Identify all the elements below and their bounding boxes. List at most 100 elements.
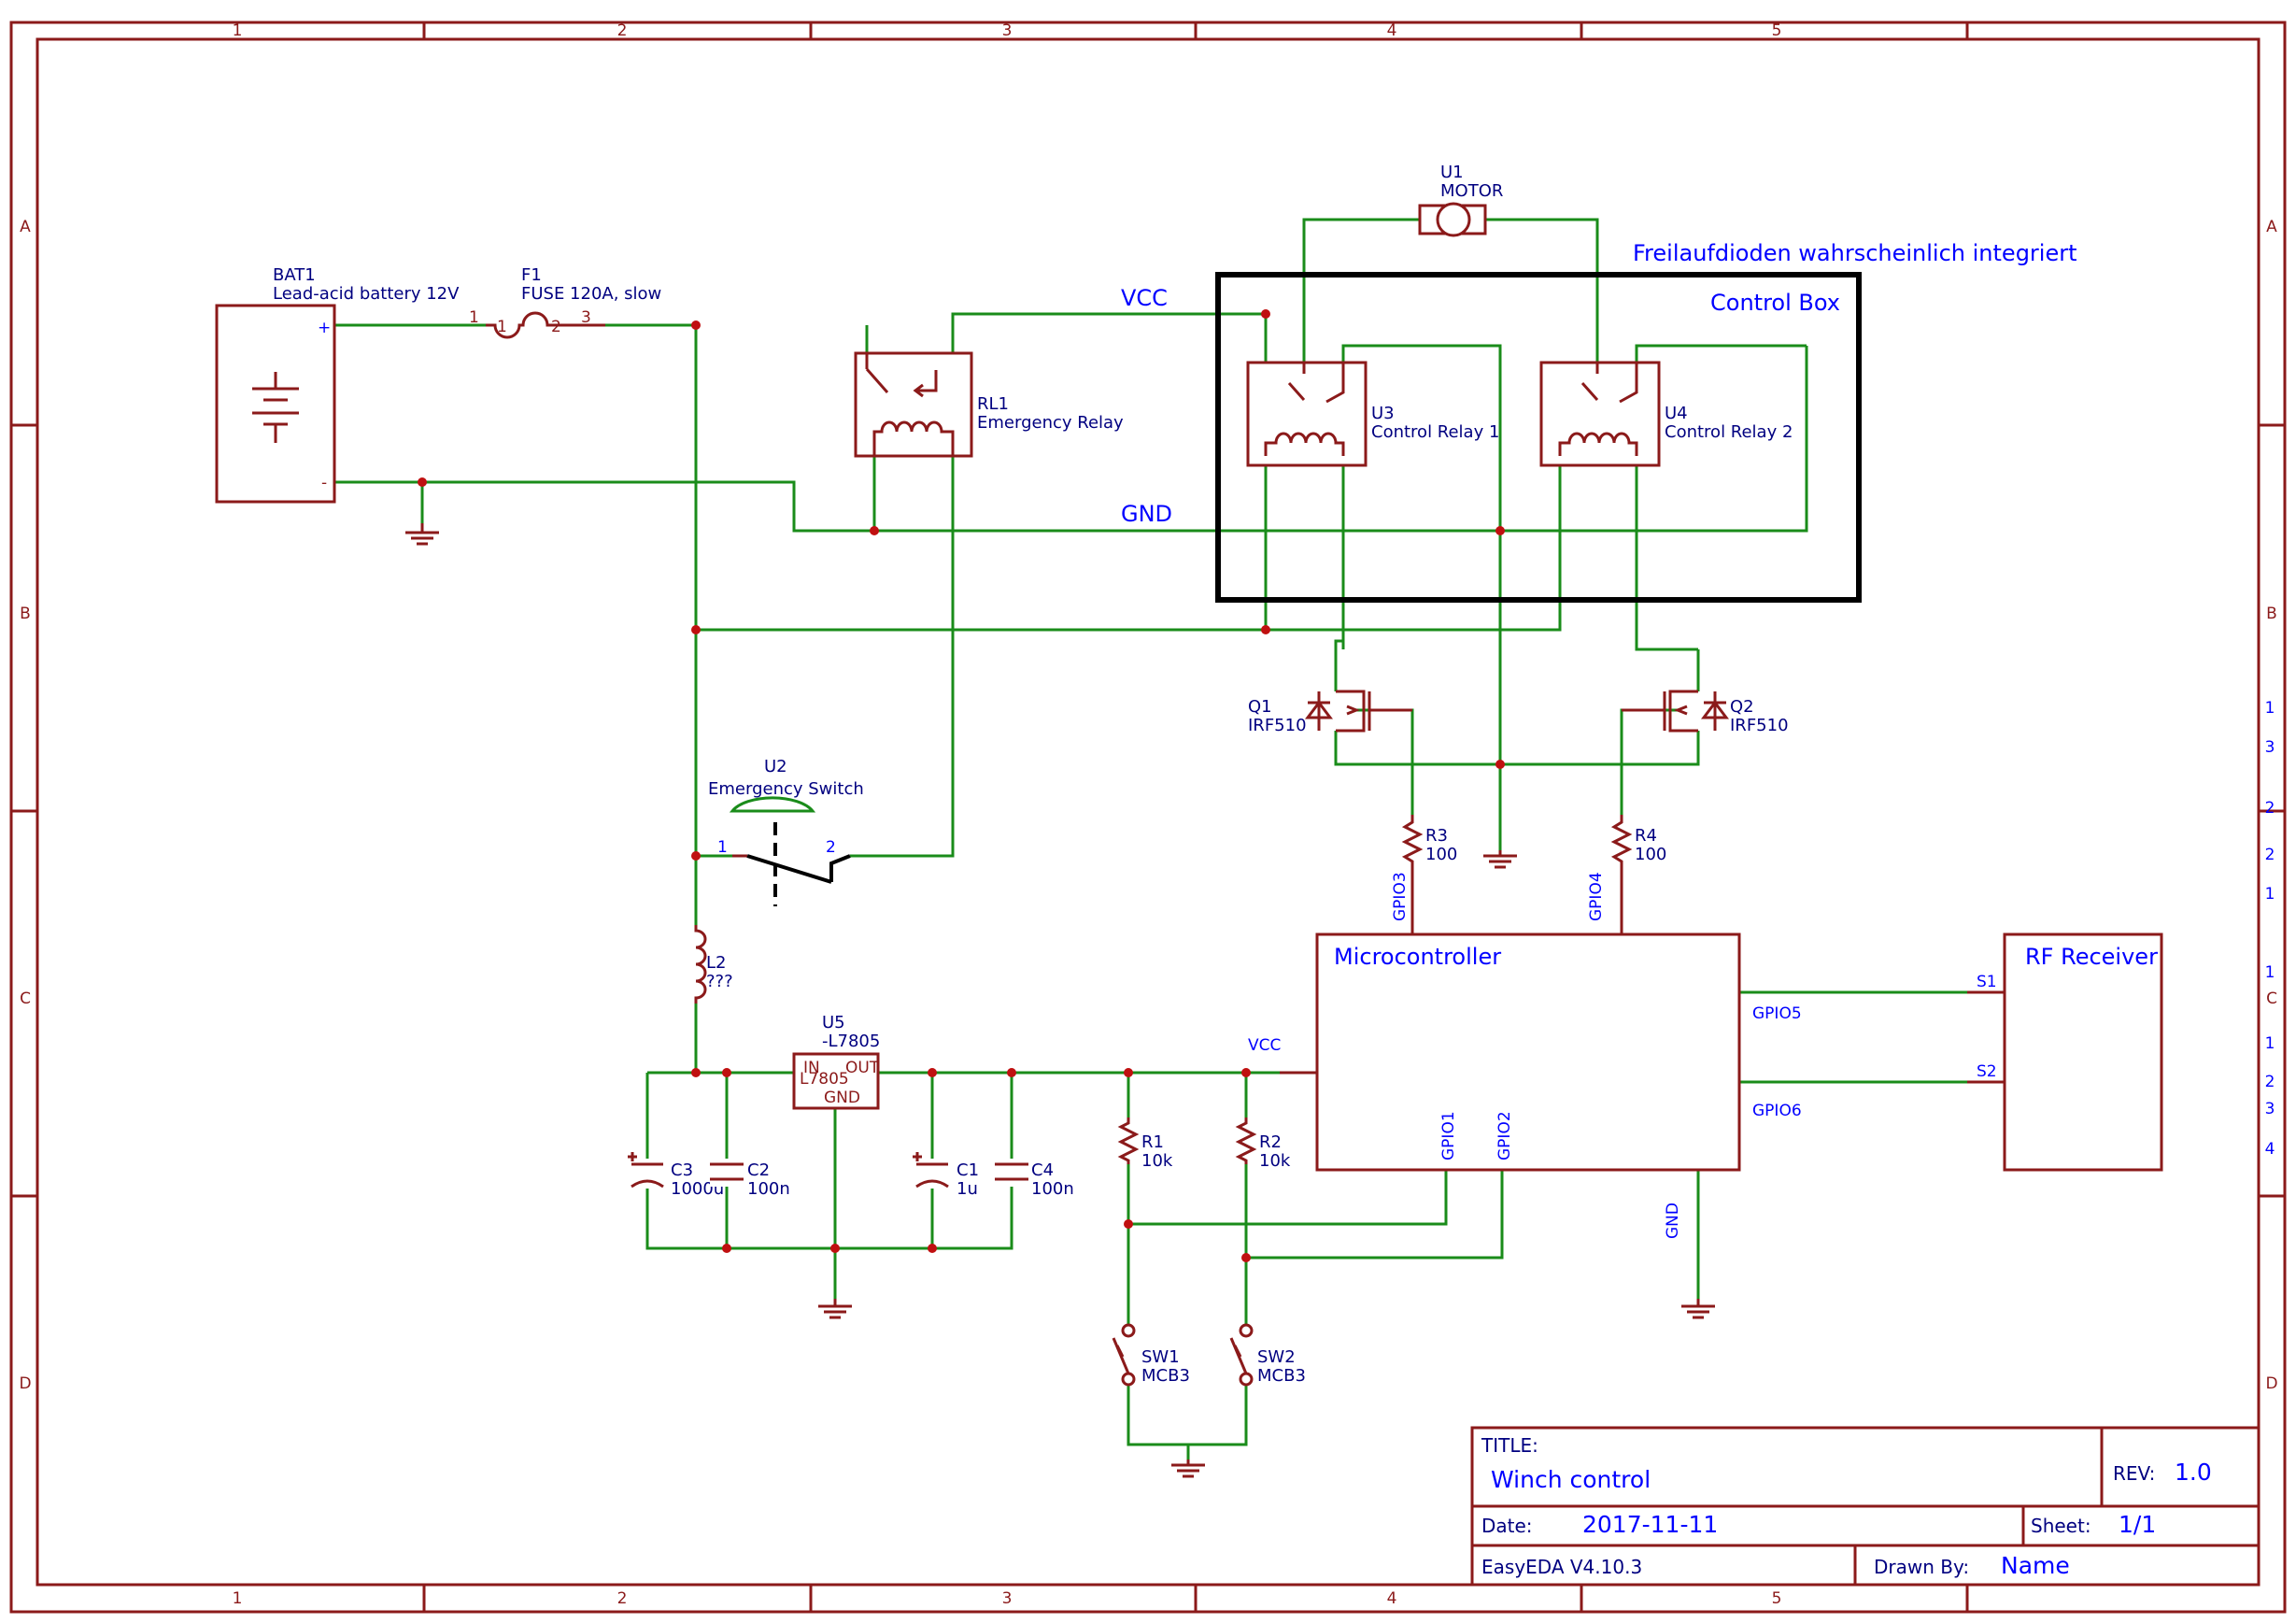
col-label: 1 [233, 1589, 243, 1608]
drawn-by-value: Name [2001, 1552, 2070, 1579]
r1-ref: R1 [1141, 1132, 1164, 1152]
row-label: B [20, 605, 31, 623]
f1-pin: 3 [581, 308, 591, 327]
sw2-ref: SW2 [1257, 1347, 1296, 1367]
u4-ref: U4 [1665, 404, 1688, 423]
rl1-value: Emergency Relay [977, 413, 1124, 433]
col-label: 4 [1387, 1589, 1397, 1608]
row-label: A [2266, 218, 2277, 236]
relay-u4: U4 Control Relay 2 [1539, 361, 1793, 467]
resistor-r4: R4 100 [1610, 815, 1666, 934]
side-mark: 1 [2265, 699, 2275, 718]
net-label-gpio3: GPIO3 [1391, 872, 1410, 921]
f1-ref: F1 [521, 265, 542, 285]
row-labels-right: A B C D [2265, 218, 2277, 1393]
side-mark: 2 [2265, 846, 2275, 864]
c1-value: 1u [957, 1179, 978, 1199]
row-labels-left: A B C D [19, 218, 31, 1393]
q2-ref: Q2 [1730, 697, 1754, 717]
capacitor-c3: C3 1000u [628, 1152, 724, 1199]
junctions [418, 309, 1505, 1262]
c1-ref: C1 [957, 1160, 979, 1180]
col-label: 5 [1772, 21, 1782, 40]
side-marks: 1 3 2 2 1 1 1 2 3 4 [2265, 699, 2275, 1159]
fuse-f1: F1 FUSE 120A, slow 1 1 2 3 [469, 265, 661, 339]
bat1-pin-plus: + [318, 319, 331, 337]
relay-u3: U3 Control Relay 1 [1246, 361, 1499, 467]
note-freewheel-diodes: Freilaufdioden wahrscheinlich integriert [1633, 240, 2077, 266]
q1-value: IRF510 [1248, 716, 1307, 735]
f1-pin: 1 [497, 318, 507, 336]
r3-value: 100 [1425, 845, 1457, 864]
c4-ref: C4 [1031, 1160, 1054, 1180]
title-block: TITLE: Winch control REV: 1.0 Date: 2017… [1470, 1426, 2261, 1587]
r3-ref: R3 [1425, 826, 1448, 846]
sheet-value: 1/1 [2119, 1511, 2156, 1538]
net-label-gpio2: GPIO2 [1495, 1111, 1514, 1160]
rf-receiver-block: RF Receiver S1 S2 [1967, 933, 2163, 1172]
net-label-gpio4: GPIO4 [1587, 872, 1606, 921]
col-label: 1 [233, 21, 243, 40]
u2-pin2: 2 [826, 838, 836, 857]
net-label-vcc-mcu: VCC [1248, 1036, 1281, 1055]
side-mark: 3 [2265, 738, 2275, 757]
u3-ref: U3 [1371, 404, 1395, 423]
u2-pin1: 1 [717, 838, 728, 857]
ground-symbol [1681, 1299, 1715, 1319]
l2-value: ??? [706, 972, 733, 991]
microcontroller-block: Microcontroller GPIO5 GPIO6 GPIO1 GPIO2 … [1280, 933, 1802, 1239]
f1-pin: 1 [469, 308, 479, 327]
resistor-r2: R2 10k [1235, 1118, 1291, 1171]
col-label: 2 [617, 21, 628, 40]
c2-ref: C2 [747, 1160, 770, 1180]
side-mark: 1 [2265, 885, 2275, 904]
sheet-label: Sheet: [2031, 1515, 2091, 1537]
side-mark: 3 [2265, 1100, 2275, 1118]
u5-body-text: L7805 [800, 1070, 849, 1089]
col-label: 3 [1002, 1589, 1013, 1608]
wires [334, 218, 2005, 1459]
r4-value: 100 [1635, 845, 1666, 864]
net-label-s1: S1 [1977, 973, 1997, 991]
q1-ref: Q1 [1248, 697, 1272, 717]
net-label-gnd-mcu: GND [1664, 1203, 1682, 1239]
u2-ref: U2 [764, 757, 787, 776]
r2-ref: R2 [1259, 1132, 1282, 1152]
c2-value: 100n [747, 1179, 790, 1199]
sw1-ref: SW1 [1141, 1347, 1180, 1367]
col-label: 3 [1002, 21, 1013, 40]
side-mark: 4 [2265, 1140, 2275, 1159]
row-label: D [19, 1374, 31, 1393]
rl1-ref: RL1 [977, 394, 1009, 414]
side-mark: 2 [2265, 1073, 2275, 1091]
mosfet-q2: Q2 IRF510 [1622, 690, 1789, 735]
drawn-by-label: Drawn By: [1874, 1556, 1969, 1578]
relay-rl1: RL1 Emergency Relay [854, 351, 1124, 458]
resistor-r3: R3 100 [1401, 815, 1457, 934]
title-label: TITLE: [1481, 1434, 1538, 1457]
l2-ref: L2 [706, 953, 726, 973]
net-label-gpio1: GPIO1 [1439, 1111, 1458, 1160]
microcontroller-label: Microcontroller [1334, 944, 1501, 970]
u4-value: Control Relay 2 [1665, 422, 1793, 442]
net-label-gpio5: GPIO5 [1752, 1004, 1802, 1023]
column-labels-bottom: 1 2 3 4 5 [233, 1589, 1782, 1608]
net-label-vcc: VCC [1121, 285, 1168, 311]
r2-value: 10k [1259, 1151, 1291, 1171]
mosfet-q1: Q1 IRF510 [1248, 690, 1412, 735]
u3-value: Control Relay 1 [1371, 422, 1499, 442]
row-label: C [2266, 989, 2277, 1008]
u2-value: Emergency Switch [708, 779, 864, 799]
control-box-label: Control Box [1710, 290, 1840, 316]
date-value: 2017-11-11 [1582, 1511, 1718, 1538]
ground-symbol [818, 1299, 852, 1319]
rf-receiver-label: RF Receiver [2025, 944, 2158, 970]
col-label: 5 [1772, 1589, 1782, 1608]
bat1-value: Lead-acid battery 12V [273, 284, 460, 304]
capacitor-c1: C1 1u [913, 1152, 979, 1199]
bat1-pin-minus: - [321, 474, 327, 492]
rev-value: 1.0 [2175, 1459, 2212, 1486]
inductor-l2: L2 ??? [687, 925, 733, 1004]
col-label: 4 [1387, 21, 1397, 40]
r4-ref: R4 [1635, 826, 1657, 846]
